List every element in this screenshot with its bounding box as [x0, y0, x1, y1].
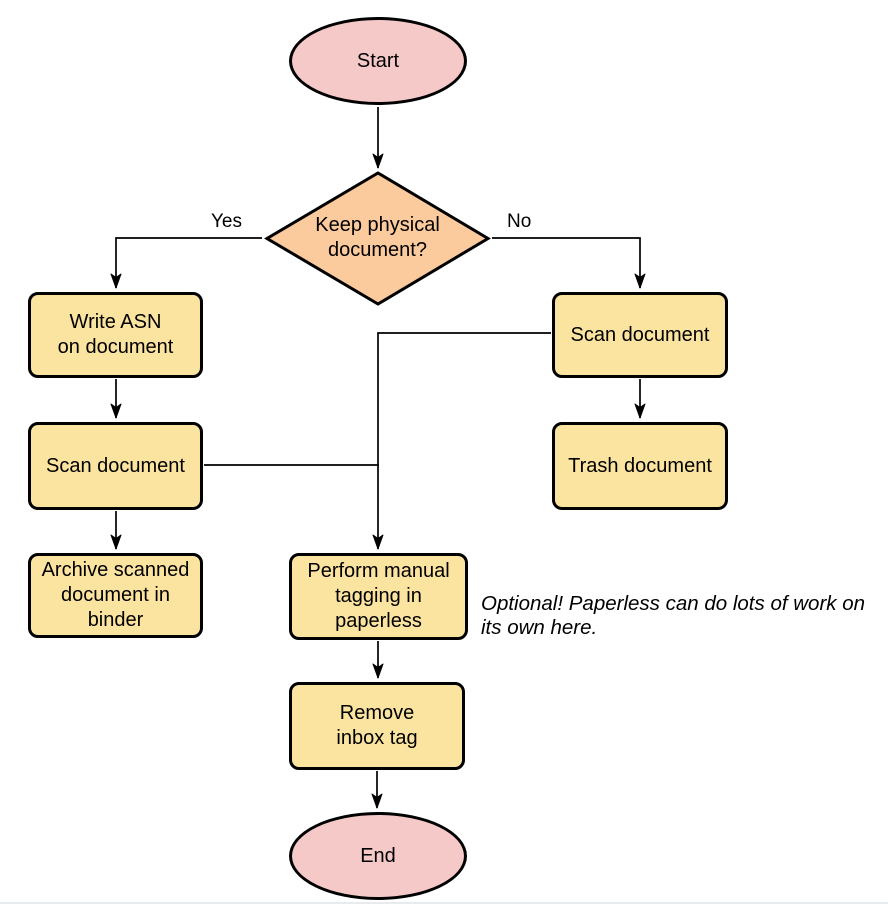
- bottom-divider: [0, 902, 888, 904]
- edge-decision-to-write-asn: [110, 237, 262, 289]
- node-manual-tagging: Perform manual tagging in paperless: [289, 553, 468, 640]
- edge-label-yes: Yes: [211, 211, 242, 232]
- node-write-asn: Write ASN on document: [28, 292, 203, 378]
- node-end: End: [289, 812, 467, 900]
- node-trash-document: Trash document: [552, 422, 728, 510]
- annotation-optional-note: Optional! Paperless can do lots of work …: [481, 592, 866, 639]
- edge-decision-to-scan-right: [492, 237, 646, 289]
- node-start: Start: [289, 17, 467, 105]
- edge-label-no: No: [507, 211, 532, 232]
- node-scan-document-left: Scan document: [28, 422, 203, 510]
- edge-scan-right-to-tagging: [372, 332, 551, 550]
- node-archive-scanned: Archive scanned document in binder: [28, 553, 203, 638]
- node-remove-inbox-tag: Remove inbox tag: [289, 682, 465, 770]
- decision-diamond-shape: [264, 171, 491, 306]
- node-scan-document-right: Scan document: [552, 292, 728, 378]
- node-decision-label: Keep physical document?: [315, 214, 440, 261]
